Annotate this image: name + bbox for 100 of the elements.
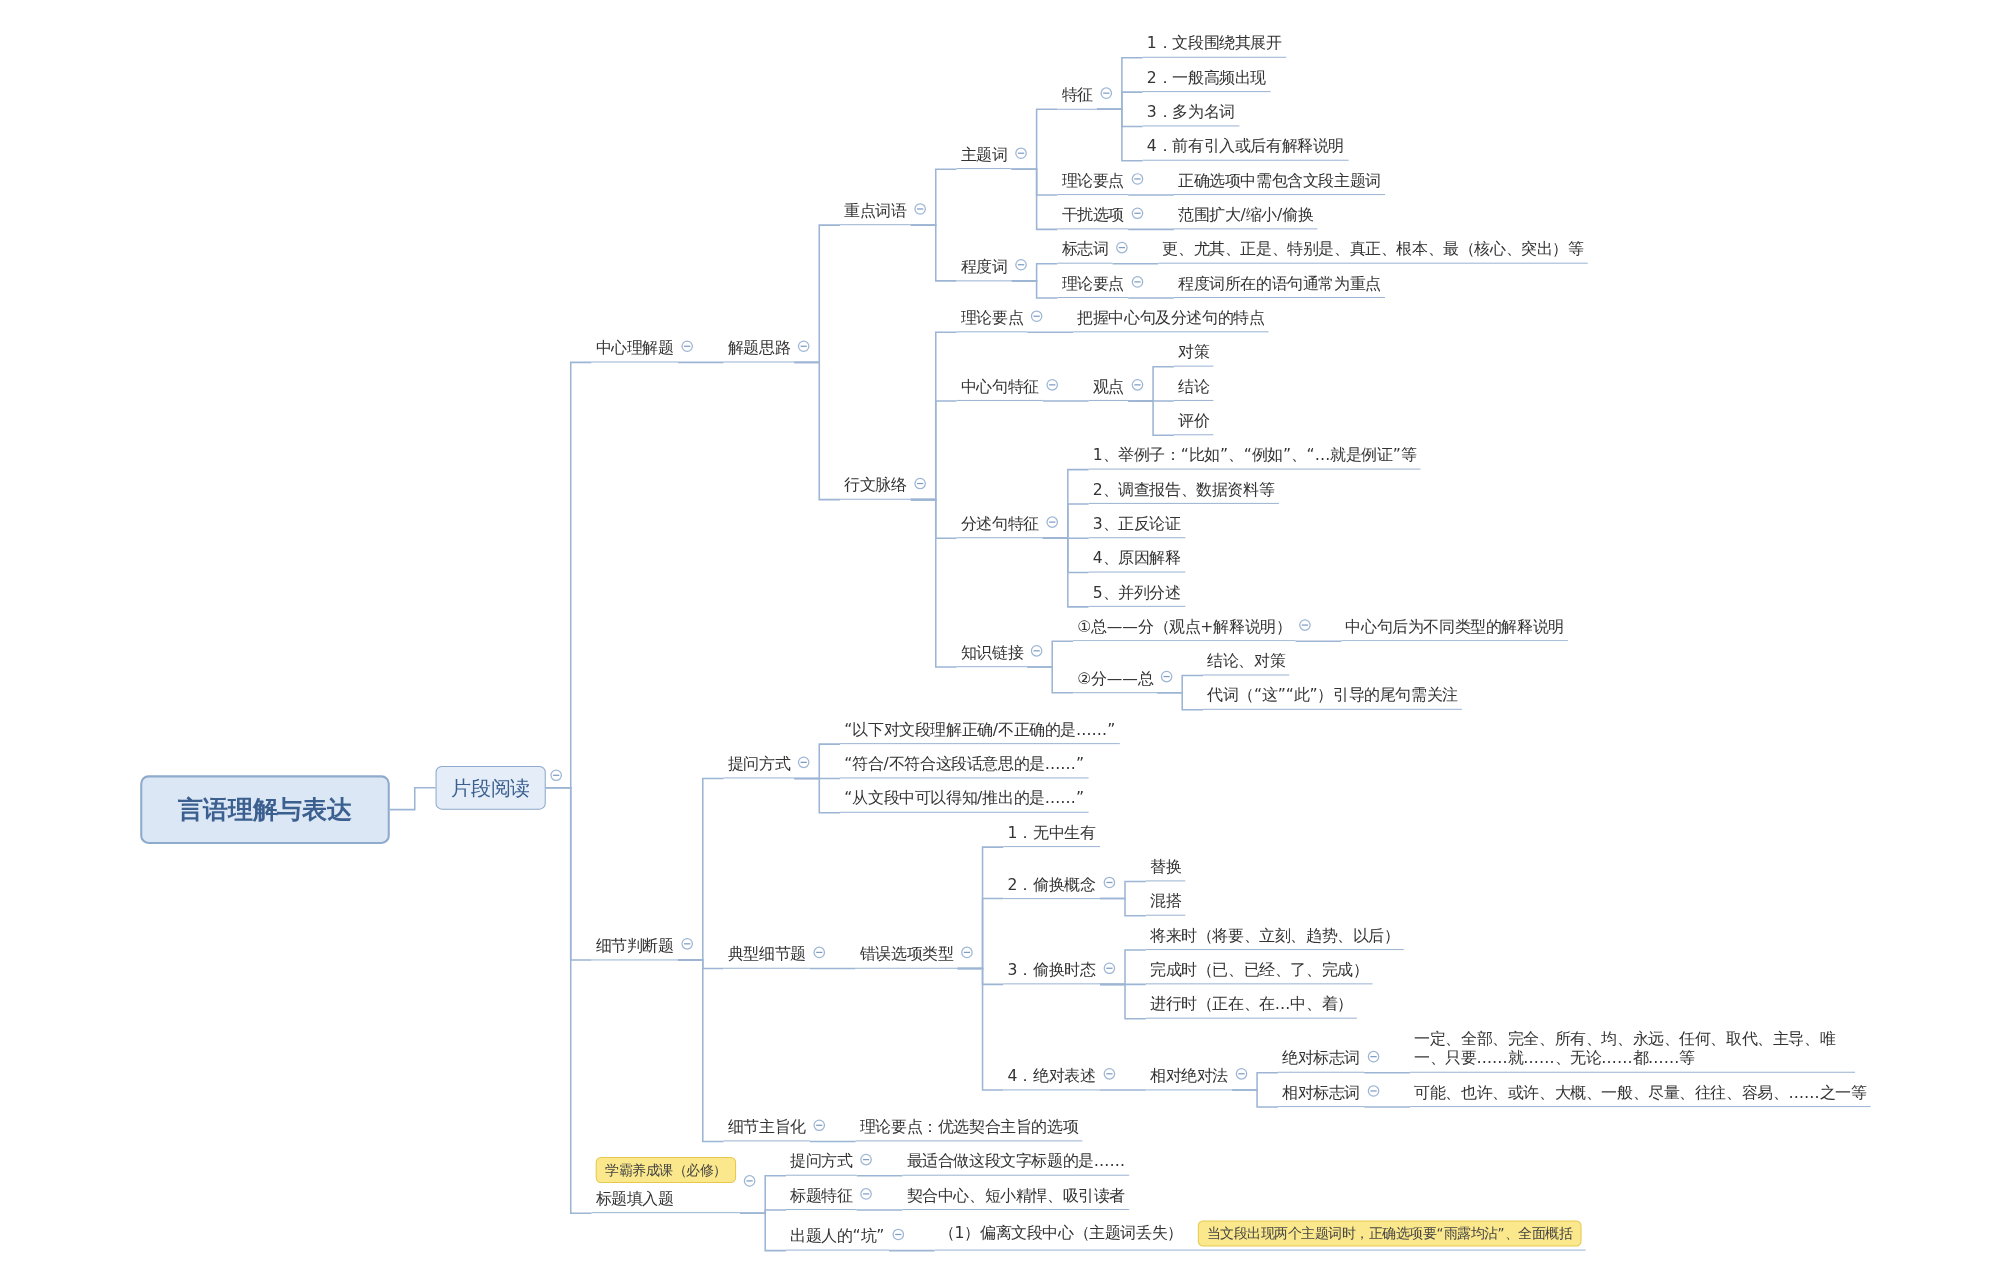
connector-line xyxy=(1231,1089,1279,1108)
topic-label: 绝对标志词 xyxy=(1277,1046,1364,1073)
topic-label: ①总——分（观点+解释说明） xyxy=(1072,615,1296,642)
topic-label: 一定、全部、完全、所有、均、永远、任何、取代、主导、唯一、只要……就……、无论……都……等 xyxy=(1409,1027,1855,1073)
topic-label: 1、举例子：“比如”、“例如”、“…就是例证”等 xyxy=(1088,443,1421,470)
topic-label: 中心句特征 xyxy=(956,375,1043,401)
connector-line xyxy=(1127,194,1175,196)
topic-label: 可能、也许、或许、大概、一般、尽量、往往、容易、……之一等 xyxy=(1409,1081,1871,1108)
connector-line xyxy=(909,498,958,668)
connector-line xyxy=(1127,297,1175,299)
topic-label: 标题特征 xyxy=(785,1184,857,1211)
topic-label: 相对绝对法 xyxy=(1145,1063,1232,1090)
topic-label: 知识链接 xyxy=(956,640,1028,667)
topic-label: 理论要点 xyxy=(1057,272,1128,298)
branch-topic-box: 片段阅读 xyxy=(435,765,546,810)
connector-line xyxy=(1294,640,1342,642)
connector-line xyxy=(808,967,857,970)
topic-label: 结论 xyxy=(1173,375,1214,401)
connector-line xyxy=(388,787,437,811)
topic-label: 解题思路 xyxy=(723,336,795,363)
connector-line xyxy=(739,1212,787,1252)
topic-label: 代词（“这”“此”）引导的尾句需关注 xyxy=(1202,683,1462,710)
topic-label: 特征 xyxy=(1057,83,1097,110)
topic-label: 进行时（正在、在…中、着） xyxy=(1145,992,1357,1019)
topic-label: 1．无中生有 xyxy=(1003,821,1100,848)
connector-line xyxy=(1127,228,1175,231)
topic-label: “从文段中可以得知/推出的是……” xyxy=(839,786,1088,813)
topic-label: 对策 xyxy=(1173,340,1214,367)
topic-label: 范围扩大/缩小/偷换 xyxy=(1173,203,1318,230)
topic-label: “符合/不符合这段话意思的是……” xyxy=(839,752,1088,779)
connector-line xyxy=(1099,897,1147,917)
topic-label: 最适合做这段文字标题的是…… xyxy=(902,1149,1129,1176)
topic-label: 中心理解题 xyxy=(591,336,678,363)
topic-label: 理论要点 xyxy=(1057,169,1128,196)
connector-line xyxy=(909,224,958,282)
topic-label: 2．一般高频出现 xyxy=(1142,66,1270,93)
topic-label: 提问方式 xyxy=(723,752,795,779)
topic-label: 4、原因解释 xyxy=(1088,546,1185,573)
topic-label: 中心句后为不同类型的解释说明 xyxy=(1341,615,1568,642)
topic-label: 错误选项类型 xyxy=(855,942,958,969)
topic-label: （1）偏离文段中心（主题词丢失） xyxy=(938,1223,1183,1244)
connector-line xyxy=(855,1209,903,1211)
topic-label: 理论要点 xyxy=(956,306,1028,333)
topic-label: 程度词所在的语句通常为重点 xyxy=(1173,272,1385,298)
connector-line xyxy=(544,787,593,1214)
topic-label: 将来时（将要、立刻、趋势、以后） xyxy=(1145,924,1404,951)
note-callout: 学霸养成课（必修） xyxy=(595,1157,736,1183)
topic-label: 2、调查报告、数据资料等 xyxy=(1088,477,1279,504)
topic-label: 5、并列分述 xyxy=(1088,580,1185,607)
topic-label: 替换 xyxy=(1145,855,1186,882)
topic-label: 3．偷换时态 xyxy=(1003,958,1100,985)
connector-line xyxy=(1156,691,1204,711)
connector-line xyxy=(1010,280,1058,299)
topic-label: 干扰选项 xyxy=(1057,203,1128,230)
topic-label: ②分——总 xyxy=(1072,666,1158,693)
connector-line xyxy=(676,361,725,364)
topic-label: 混搭 xyxy=(1145,889,1186,916)
connector-line xyxy=(1026,331,1074,334)
topic-label: 更、尤其、正是、特别是、真正、根本、最（核心、突出）等 xyxy=(1158,237,1588,264)
topic-label: 提问方式 xyxy=(785,1149,857,1176)
connector-line xyxy=(1041,400,1090,402)
topic-label: 3、正反论证 xyxy=(1088,512,1185,539)
connector-line xyxy=(855,1174,903,1177)
topic-label: 细节判断题 xyxy=(591,933,678,960)
connector-line xyxy=(1095,108,1144,162)
topic-label: 理论要点：优选契合主旨的选项 xyxy=(855,1115,1083,1142)
connector-line xyxy=(1363,1106,1411,1108)
topic-label: 典型细节题 xyxy=(723,942,810,969)
topic-label: 行文脉络 xyxy=(839,473,911,500)
topic-label: 契合中心、短小精悍、吸引读者 xyxy=(902,1184,1129,1211)
topic-label: 相对标志词 xyxy=(1277,1081,1364,1108)
topic-label: 观点 xyxy=(1088,375,1128,401)
connector-line xyxy=(1111,262,1159,265)
topic-label: “以下对文段理解正确/不正确的是……” xyxy=(839,718,1120,745)
topic-label: 标志词 xyxy=(1057,237,1113,264)
connector-line xyxy=(1127,400,1175,437)
topic-label: 4．绝对表述 xyxy=(1003,1063,1100,1090)
connector-line xyxy=(1026,666,1074,694)
connector-line xyxy=(887,1249,936,1252)
topic-label: 4．前有引入或后有解释说明 xyxy=(1142,134,1348,161)
central-topic-box: 言语理解与表达 xyxy=(139,775,390,844)
topic-label: 重点词语 xyxy=(839,199,911,226)
note-callout: 当文段出现两个主题词时，正确选项要“雨露均沾”、全面概括 xyxy=(1197,1220,1582,1247)
connector-line xyxy=(808,1140,857,1143)
connector-line xyxy=(793,777,841,814)
topic-label: 评价 xyxy=(1173,409,1214,436)
topic-label: 出题人的“坑” xyxy=(785,1224,889,1251)
topic-label: 正确选项中需包含文段主题词 xyxy=(1173,169,1385,196)
connector-line xyxy=(676,959,725,1143)
topic-label: 分述句特征 xyxy=(956,512,1043,539)
connector-line xyxy=(1010,168,1058,231)
topic-label: 3．多为名词 xyxy=(1142,100,1239,127)
topic-label: 1．文段围绕其展开 xyxy=(1142,31,1286,58)
topic-label: 结论、对策 xyxy=(1202,649,1290,676)
topic-label: 主题词 xyxy=(956,143,1012,170)
connector-line xyxy=(1363,1072,1411,1074)
topic-label: 标题填入题 xyxy=(595,1189,674,1209)
connector-line xyxy=(956,967,1004,1091)
connector-line xyxy=(793,361,841,501)
topic-label: 细节主旨化 xyxy=(723,1115,810,1142)
